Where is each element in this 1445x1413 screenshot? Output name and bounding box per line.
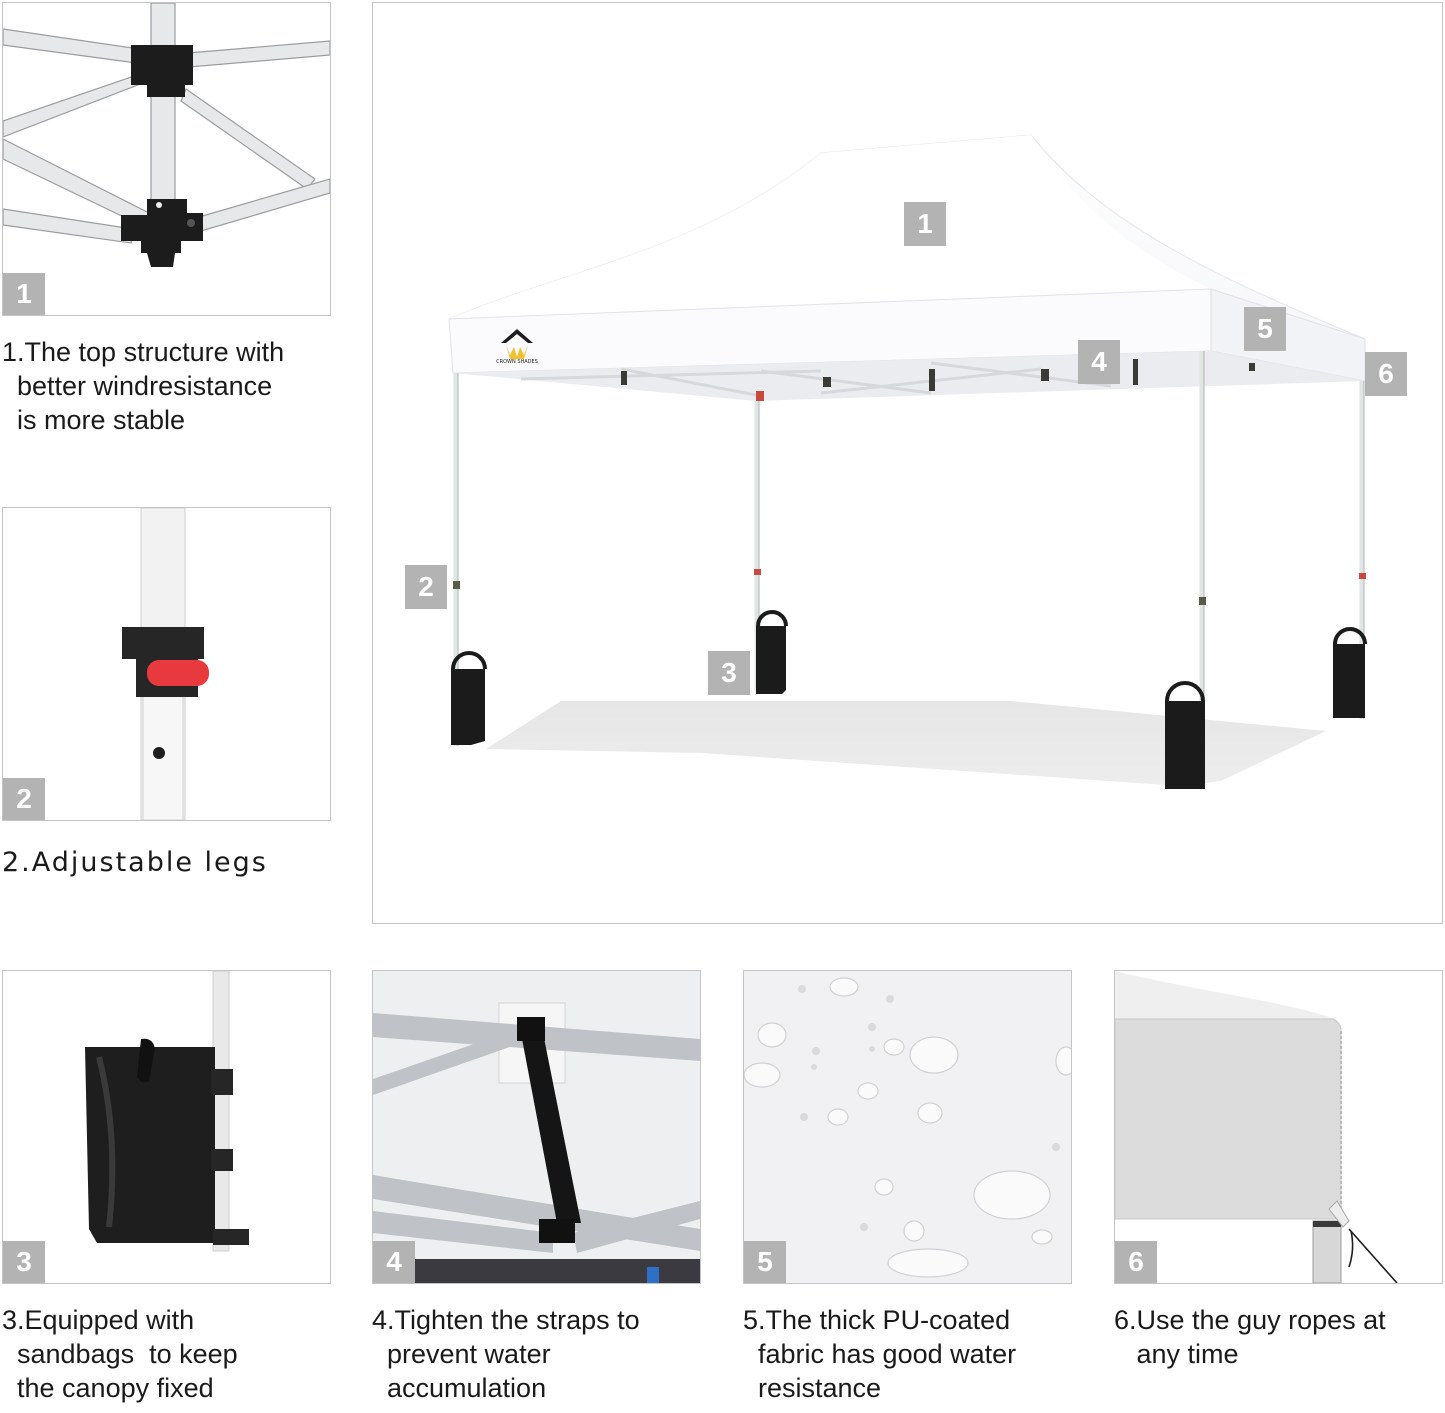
callout-badge-1: 1 (904, 202, 946, 246)
feature-4-badge: 4 (373, 1241, 415, 1283)
feature-2-image: 2 (2, 507, 331, 821)
sandbags (451, 610, 1367, 789)
guy-rope-illustration (1115, 971, 1398, 1283)
feature-2-badge: 2 (3, 778, 45, 820)
leg-button-illustration (122, 508, 209, 820)
strap-illustration (373, 971, 700, 1283)
feature-5-image: 5 (743, 970, 1072, 1284)
feature-6-badge: 6 (1115, 1241, 1157, 1283)
callout-badge-2: 2 (405, 565, 447, 609)
canopy-tent-illustration: CROWN SHADES (448, 134, 1367, 789)
release-button (147, 660, 209, 686)
callout-badge-3: 3 (708, 651, 750, 695)
feature-6-image: 6 (1114, 970, 1443, 1284)
sandbag-illustration (85, 971, 249, 1252)
brand-logo: CROWN SHADES (496, 329, 538, 365)
feature-6-caption: 6.Use the guy ropes at any time (1114, 1305, 1386, 1369)
frame-joint-illustration (3, 3, 330, 267)
callout-badge-6: 6 (1365, 352, 1407, 396)
feature-1-caption: 1.The top structure with better windresi… (2, 337, 285, 435)
feature-5-caption: 5.The thick PU-coated fabric has good wa… (743, 1305, 1017, 1403)
feature-5-badge: 5 (744, 1241, 786, 1283)
feature-2-caption: 2.Adjustable legs (2, 847, 268, 878)
feature-4-caption: 4.Tighten the straps to prevent water ac… (372, 1305, 640, 1403)
svg-text:CROWN SHADES: CROWN SHADES (496, 359, 538, 365)
feature-1-badge: 1 (3, 273, 45, 315)
feature-3-badge: 3 (3, 1241, 45, 1283)
feature-1-image: 1 (2, 2, 331, 316)
main-canopy-photo: CROWN SHADES 1 2 3 4 5 6 (372, 2, 1443, 924)
water-droplets-illustration (744, 971, 1071, 1283)
feature-4-image: 4 (372, 970, 701, 1284)
callout-badge-5: 5 (1244, 307, 1286, 351)
feature-3-caption: 3.Equipped with sandbags to keep the can… (2, 1305, 238, 1403)
feature-3-image: 3 (2, 970, 331, 1284)
callout-badge-4: 4 (1078, 340, 1120, 384)
